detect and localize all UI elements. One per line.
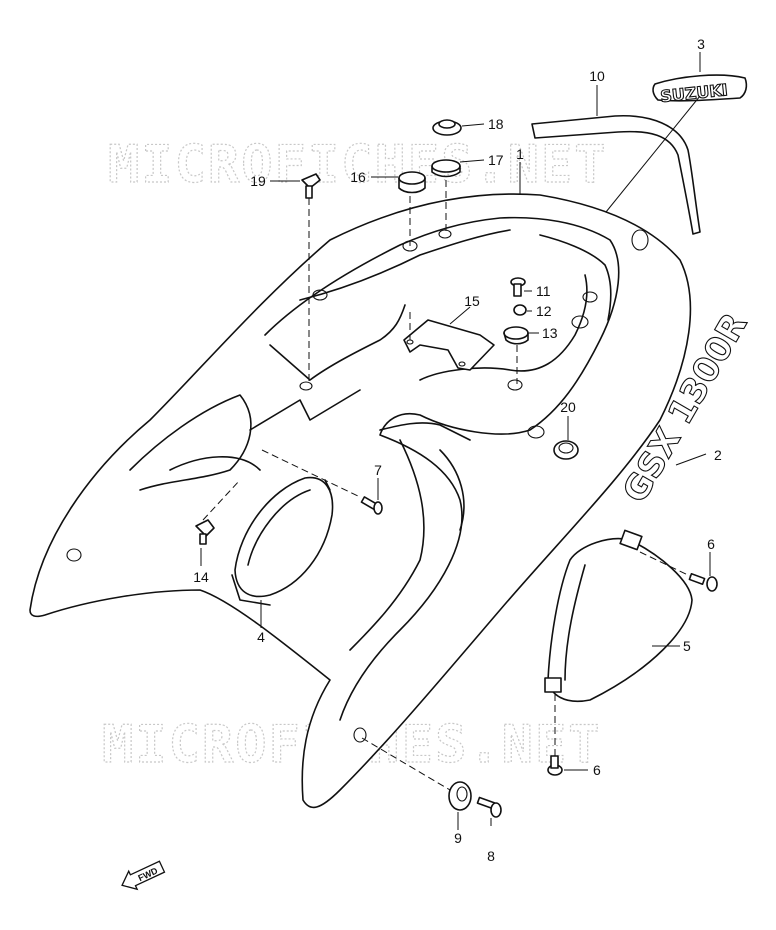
callout-6-lower: 6	[593, 762, 601, 778]
callout-13: 13	[542, 325, 558, 341]
callout-16: 16	[350, 169, 366, 185]
screw-8	[476, 796, 502, 818]
assembly-lines	[202, 180, 691, 791]
callout-5: 5	[683, 638, 691, 654]
grommet-9	[448, 781, 472, 811]
screw-11	[510, 277, 526, 297]
callout-3: 3	[697, 36, 705, 52]
callout-8: 8	[487, 848, 495, 864]
callout-11: 11	[536, 283, 551, 299]
callout-12: 12	[536, 303, 552, 319]
clip-14	[195, 519, 215, 545]
callout-17: 17	[488, 152, 504, 168]
callout-1: 1	[516, 146, 524, 162]
callouts: 1 2 3 4 5 6 6 7 8 9 10 11 12 13 14 15 16…	[193, 36, 722, 864]
callout-4: 4	[257, 629, 265, 645]
grommet-16	[398, 171, 426, 194]
callout-14: 14	[193, 569, 209, 585]
callout-7: 7	[374, 462, 382, 478]
side-panel	[544, 529, 693, 702]
cap-20	[553, 440, 579, 460]
callout-9: 9	[454, 830, 462, 846]
callout-20: 20	[560, 399, 576, 415]
brand-emblem: SUZUKI	[652, 74, 748, 107]
callout-2: 2	[714, 447, 722, 463]
callout-19: 19	[250, 173, 266, 189]
nut-12	[513, 304, 527, 316]
watermark-top: MICROFICHES.NET	[108, 135, 608, 195]
screw-7	[360, 496, 383, 515]
cap-18	[432, 119, 462, 136]
callout-10: 10	[589, 68, 605, 84]
callout-6-upper: 6	[707, 536, 715, 552]
fwd-arrow: FWD	[121, 860, 166, 891]
grommet-17	[431, 159, 461, 178]
callout-18: 18	[488, 116, 504, 132]
leader-lines	[200, 52, 711, 830]
grab-rail	[531, 114, 701, 235]
bracket	[403, 319, 495, 371]
tail-lamp-cover	[231, 476, 334, 606]
screw-6-upper	[688, 572, 718, 592]
callout-15: 15	[464, 293, 480, 309]
